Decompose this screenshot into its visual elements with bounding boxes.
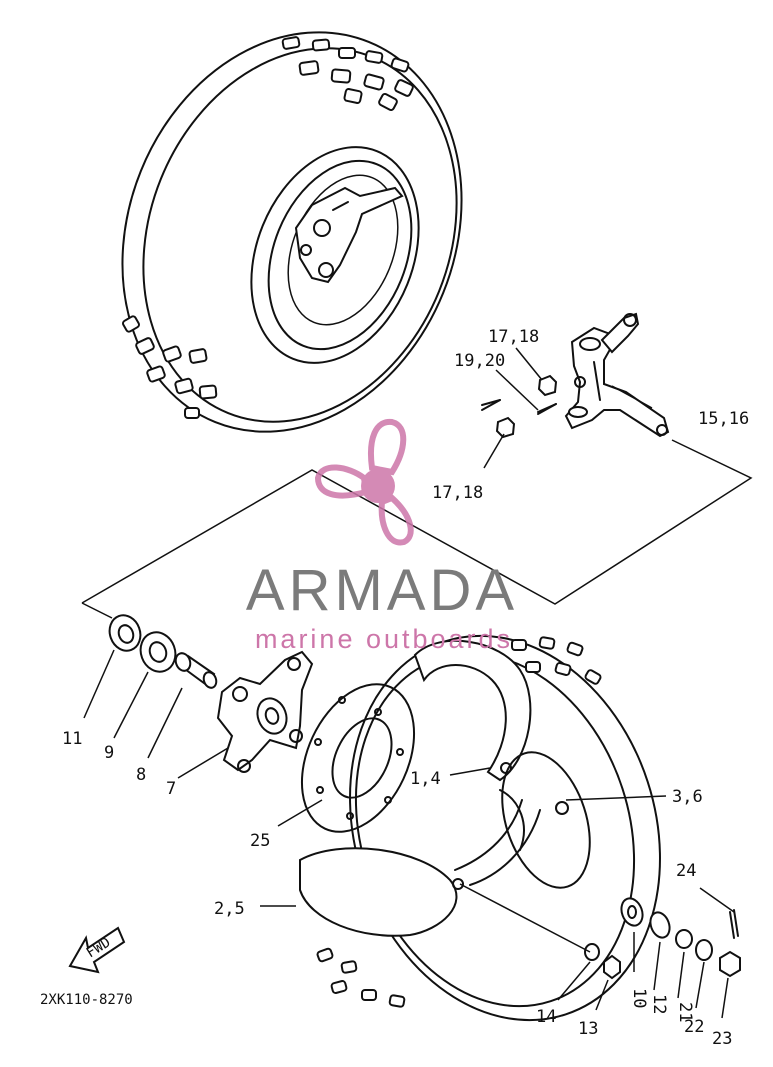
callout-22: 22 [684, 1017, 704, 1037]
callout-11: 11 [62, 729, 82, 749]
callout-24: 24 [676, 861, 696, 881]
propeller-logo [314, 418, 414, 546]
lower-wheel-assembly [299, 634, 661, 1022]
fwd-arrow-icon: FWD [68, 926, 126, 974]
upper-wheel-assembly [121, 31, 463, 433]
callout-19-20: 19,20 [454, 351, 505, 371]
watermark-tagline: marine outboards [255, 624, 513, 654]
leader-lines [83, 347, 735, 1019]
callout-13: 13 [578, 1019, 598, 1039]
callout-9: 9 [104, 743, 114, 763]
callout-23: 23 [712, 1029, 732, 1049]
callout-14: 14 [536, 1007, 556, 1027]
castle-nuts-and-pins [481, 374, 558, 439]
callout-7: 7 [166, 779, 176, 799]
exploded-frame-lines [81, 439, 753, 619]
brake-disc [300, 683, 416, 833]
callout-10: 10 [629, 988, 649, 1008]
armada-watermark: ARMADA marine outboards [246, 418, 518, 654]
callout-21: 21 [675, 1002, 695, 1022]
callout-12: 12 [649, 994, 669, 1014]
axle-hardware [584, 897, 741, 980]
wheel-hub [216, 650, 314, 773]
callout-15-16: 15,16 [698, 409, 749, 429]
bearing [139, 631, 177, 673]
spacer [174, 652, 218, 689]
callout-1-4: 1,4 [410, 769, 441, 789]
callout-8: 8 [136, 765, 146, 785]
callout-2-5: 2,5 [214, 899, 245, 919]
callout-25: 25 [250, 831, 270, 851]
watermark-brand: ARMADA [246, 558, 518, 623]
callout-3-6: 3,6 [672, 787, 703, 807]
callout-labels: 11 9 8 7 25 2,5 1,4 3,6 24 10 12 21 22 2… [62, 327, 749, 1049]
steering-knuckle [564, 312, 670, 438]
oil-seal [108, 614, 142, 652]
callout-17-18-bottom: 17,18 [432, 483, 483, 503]
callout-17-18-top: 17,18 [488, 327, 539, 347]
part-code: 2XK110-8270 [40, 992, 133, 1008]
